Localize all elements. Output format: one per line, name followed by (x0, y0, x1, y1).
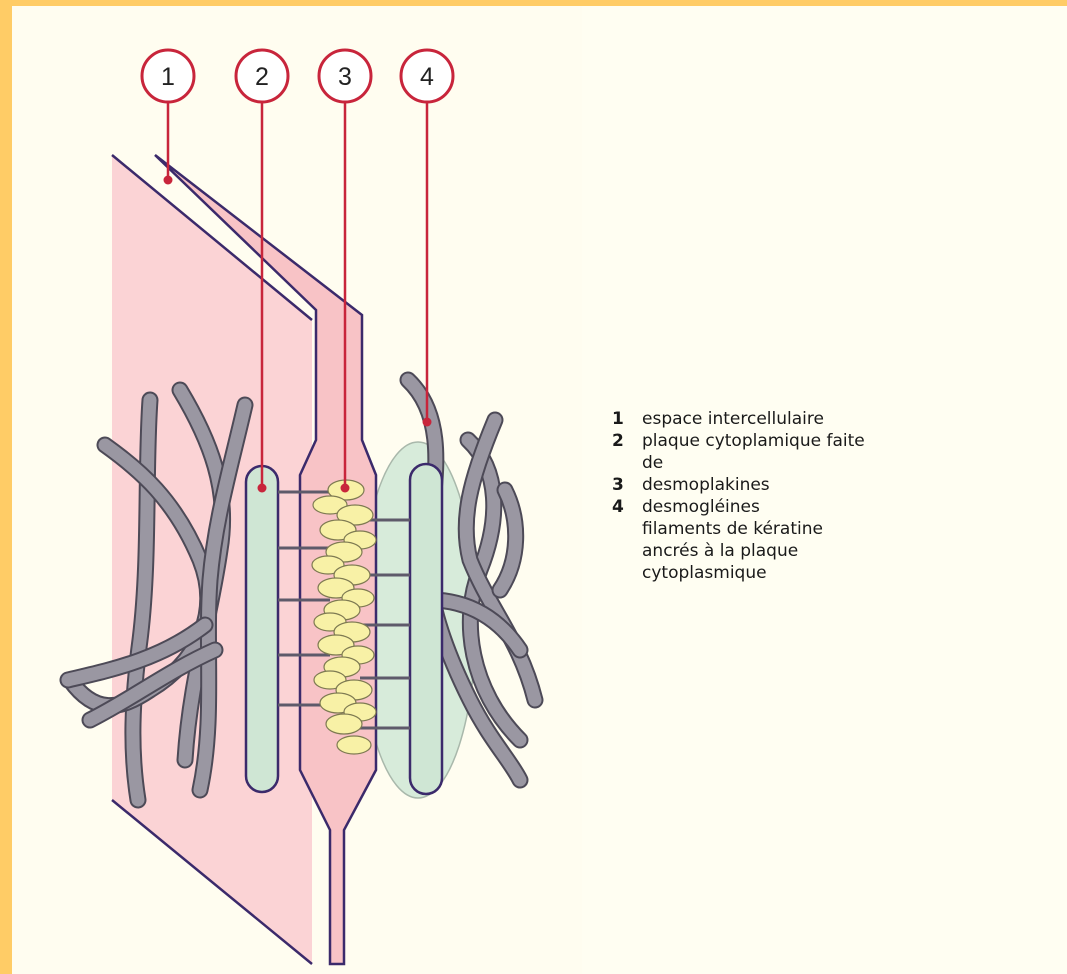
marker-3-label: 3 (338, 63, 352, 91)
legend-label: de (642, 452, 663, 474)
legend-label: espace intercellulaire (642, 408, 824, 430)
legend-number: 2 (612, 430, 642, 452)
legend-continuation-line: ancrés à la plaque (612, 540, 865, 562)
marker-4: 4 (401, 50, 453, 102)
legend-continuation-line: cytoplasmique (612, 562, 865, 584)
legend-item-2-continued: de (612, 452, 865, 474)
right-cytoplasmic-plaque (410, 464, 442, 794)
legend-item-1: 1 espace intercellulaire (612, 408, 865, 430)
marker-4-label: 4 (420, 63, 434, 91)
legend-item-4: 4 desmogléines (612, 496, 865, 518)
legend-number (612, 452, 642, 474)
legend-number: 3 (612, 474, 642, 496)
legend-item-2: 2 plaque cytoplamique faite (612, 430, 865, 452)
legend: 1 espace intercellulaire 2 plaque cytopl… (612, 408, 865, 584)
legend-label: desmoplakines (642, 474, 770, 496)
marker-2-label: 2 (255, 63, 269, 91)
marker-1-label: 1 (161, 63, 175, 91)
legend-number: 4 (612, 496, 642, 518)
legend-label: desmogléines (642, 496, 760, 518)
left-cytoplasmic-plaque (246, 466, 278, 792)
marker-3: 3 (319, 50, 371, 102)
legend-label: plaque cytoplamique faite (642, 430, 865, 452)
legend-number: 1 (612, 408, 642, 430)
legend-item-3: 3 desmoplakines (612, 474, 865, 496)
legend-continuation-line: filaments de kératine (612, 518, 865, 540)
marker-1: 1 (142, 50, 194, 102)
marker-2: 2 (236, 50, 288, 102)
